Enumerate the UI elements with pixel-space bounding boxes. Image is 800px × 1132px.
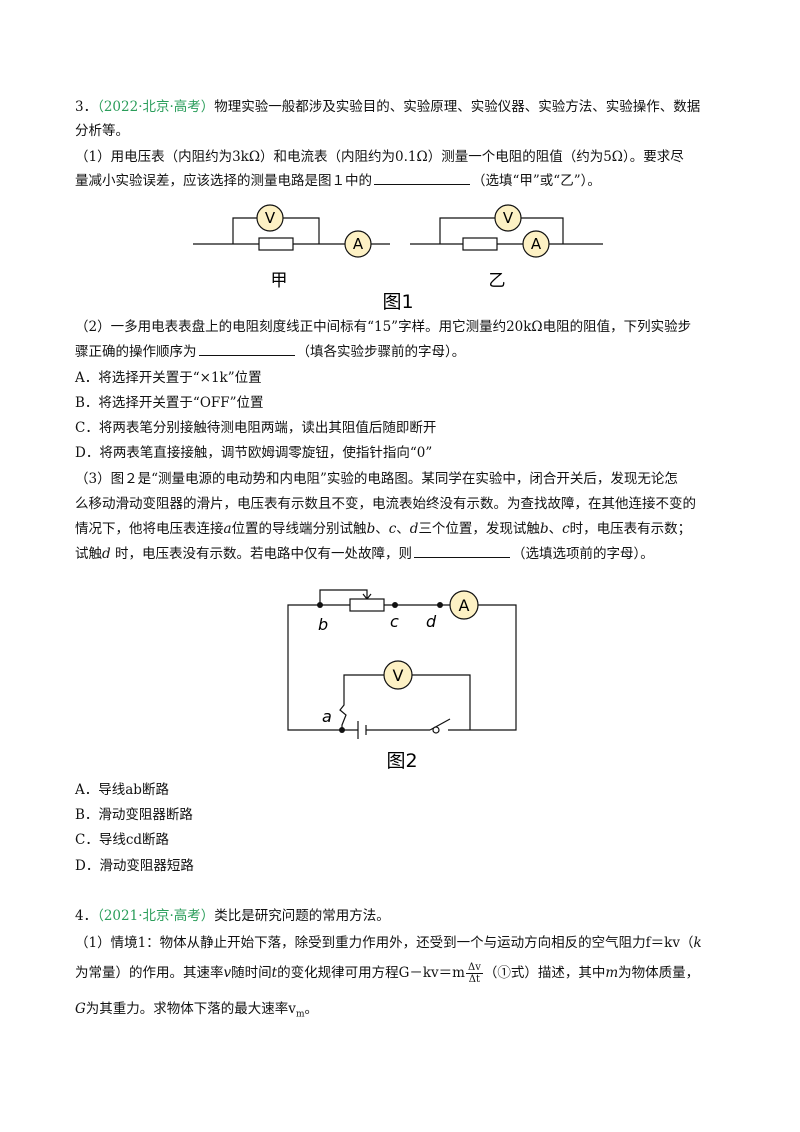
q4-source: （2021·北京·高考） (97, 908, 215, 924)
rheostat (349, 598, 385, 612)
label-d: d (426, 612, 437, 631)
figure-1: V A V A 甲 乙 图1 (193, 204, 603, 311)
q3-intro-line1: 3．（2022·北京·高考）物理实验一般都涉及实验目的、实验原理、实验仪器、实验… (75, 98, 700, 116)
var-t: t (271, 965, 278, 981)
var-m: m (605, 965, 619, 981)
label-c: c (390, 612, 399, 631)
q3-intro-text: 物理实验一般都涉及实验目的、实验原理、实验仪器、实验方法、实验操作、数据 (214, 99, 701, 115)
label-a: a (322, 707, 332, 726)
figure-1-caption: 图1 (382, 291, 413, 311)
text-run: 三个位置，发现试触 (418, 521, 540, 537)
text-run: （选填选项前的字母）。 (511, 546, 654, 562)
q3-part3-option-a: A．导线ab断路 (75, 782, 169, 798)
voltmeter-jia: V (256, 204, 284, 232)
text-run: （①式）描述，其中 (483, 965, 606, 981)
var-b: b (539, 521, 549, 537)
q3-part3-option-d: D．滑动变阻器短路 (75, 858, 194, 874)
text-run: 情况下，他将电压表连接 (75, 521, 224, 537)
text-run: 。 (304, 1001, 318, 1017)
text-run: 的变化规律可用方程G－kv＝m (277, 965, 465, 981)
text-run: 、 (548, 521, 563, 537)
figure-2-caption: 图2 (386, 750, 417, 772)
var-a: a (223, 521, 232, 537)
var-d: d (102, 546, 111, 562)
text-run: 为常量）的作用。其速率 (75, 965, 224, 981)
var-b: b (366, 521, 376, 537)
circuit-yi-wires (410, 217, 603, 245)
q4-intro-text: 类比是研究问题的常用方法。 (214, 908, 390, 924)
answer-blank (413, 545, 510, 558)
q3-part2-option-c: C．将两表笔分别接触待测电阻两端，读出其阻值后随即断开 (75, 420, 437, 436)
var-k: k (693, 935, 702, 951)
switch-contact (432, 726, 440, 734)
q4-part1-line1: （1）情境1：物体从静止开始下落，除受到重力作用外，还受到一个与运动方向相反的空… (75, 934, 702, 952)
ammeter-yi: A (522, 230, 550, 258)
q3-intro-line2: 分析等。 (75, 123, 129, 139)
voltmeter-fig2: V (383, 660, 413, 690)
q3-part1-line1: （1）用电压表（内阻约为3kΩ）和电流表（内阻约为0.1Ω）测量一个电阻的阻值（… (75, 149, 684, 165)
svg-text:A: A (531, 235, 542, 253)
q4-part1-line3: G为其重力。求物体下落的最大速率vm。 (75, 1000, 318, 1024)
circuit-jia-wires (193, 217, 390, 245)
svg-text:A: A (353, 235, 364, 253)
q3-part1-text: 量减小实验误差，应该选择的测量电路是图１中的 (75, 173, 372, 189)
subscript-m: m (295, 1009, 305, 1020)
label-jia: 甲 (271, 271, 288, 291)
q3-part2-text: 骤正确的操作顺序为 (75, 344, 197, 360)
text-run: 、 (375, 521, 389, 537)
q3-part3-line2: 么移动滑动变阻器的滑片，电压表有示数且不变，电流表始终没有示数。为查找故障，在其… (75, 496, 696, 512)
var-v: v (223, 965, 232, 981)
q3-part2-line2: 骤正确的操作顺序为 （填各实验步骤前的字母）。 (75, 343, 465, 361)
q3-part1-line2: 量减小实验误差，应该选择的测量电路是图１中的 （选填“甲”或“乙”）。 (75, 172, 601, 190)
text-run: 试触 (75, 546, 102, 562)
q3-source: （2022·北京·高考） (97, 99, 215, 115)
answer-blank (198, 343, 295, 356)
q3-part2-option-a: A．将选择开关置于“×1k”位置 (75, 370, 262, 386)
svg-text:A: A (459, 596, 470, 615)
text-run: 时，电压表没有示数。若电路中仅有一处故障，则 (110, 546, 412, 562)
text-run: 随时间 (231, 965, 272, 981)
voltmeter-yi: V (494, 204, 522, 232)
ammeter-jia: A (344, 230, 372, 258)
q3-part1-hint: （选填“甲”或“乙”）。 (472, 173, 601, 189)
svg-text:V: V (265, 209, 276, 227)
label-yi: 乙 (489, 271, 506, 291)
q3-number: 3． (75, 99, 98, 115)
resistor-jia (258, 237, 294, 251)
text-run: 位置的导线端分别试触 (231, 521, 367, 537)
q3-part3-line4: 试触d 时，电压表没有示数。若电路中仅有一处故障，则 （选填选项前的字母）。 (75, 545, 654, 563)
label-b: b (318, 615, 328, 634)
q3-part3-line3: 情况下，他将电压表连接a位置的导线端分别试触b、c、d三个位置，发现试触b、c时… (75, 520, 691, 538)
text-run: 为物体质量， (618, 965, 700, 981)
junction-dots (317, 602, 443, 733)
var-G: G (75, 1001, 86, 1017)
var-d: d (409, 521, 419, 537)
fraction-numerator: Δv (465, 962, 483, 974)
q3-part3-option-b: B．滑动变阻器断路 (75, 807, 193, 823)
svg-text:V: V (393, 666, 404, 685)
q4-intro-line: 4．（2021·北京·高考）类比是研究问题的常用方法。 (75, 907, 390, 925)
text-run: 为其重力。求物体下落的最大速率v (85, 1001, 296, 1017)
text-run: 、 (396, 521, 410, 537)
var-c: c (388, 521, 397, 537)
q3-part2-option-b: B．将选择开关置于“OFF”位置 (75, 395, 264, 411)
answer-blank (374, 172, 470, 185)
text-run: （1）情境1：物体从静止开始下落，除受到重力作用外，还受到一个与运动方向相反的空… (75, 935, 694, 951)
ammeter-fig2: A (449, 590, 479, 620)
q3-part2-option-d: D．将两表笔直接接触，调节欧姆调零旋钮，使指针指向“0” (75, 445, 433, 461)
figure-2: A V b c d a 图2 (287, 589, 517, 772)
svg-text:V: V (503, 209, 514, 227)
resistor-yi (462, 237, 498, 251)
fraction-denominator: Δt (468, 974, 481, 985)
q3-part3-option-c: C．导线cd断路 (75, 832, 170, 848)
q3-part2-hint: （填各实验步骤前的字母）。 (296, 344, 466, 360)
text-run: 时，电压表有示数； (569, 521, 692, 537)
q3-part2-line1: （2）一多用电表表盘上的电阻刻度线正中间标有“15”字样。用它测量约20kΩ电阻… (75, 319, 692, 335)
var-c: c (562, 521, 570, 537)
q3-part3-line1: （3）图２是“测量电源的电动势和内电阻”实验的电路图。某同学在实验中，闭合开关后… (75, 471, 678, 487)
q4-number: 4． (75, 908, 98, 924)
